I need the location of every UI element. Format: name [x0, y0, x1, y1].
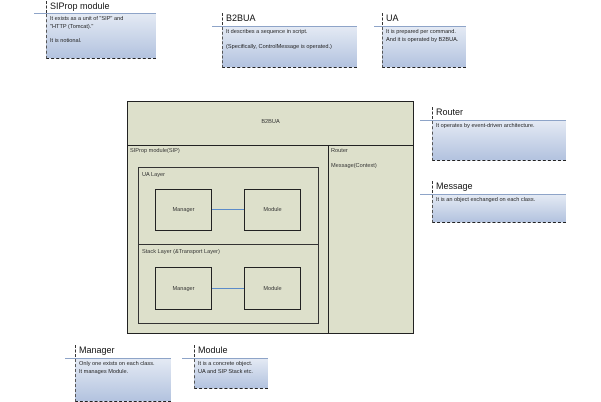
- note-line: (Specifically, ControlMessage is operate…: [226, 43, 332, 50]
- note-title: Manager: [79, 345, 115, 355]
- note-line: It operates by event-driven architecture…: [436, 123, 535, 129]
- ua-layer: UA Layer Manager Module: [138, 167, 319, 245]
- note-line: It is notional.: [50, 38, 82, 44]
- router-label: Router: [331, 148, 348, 154]
- ua-module-box: Module: [244, 189, 301, 231]
- note-line: It exists as a unit of "SIP" and: [50, 16, 124, 22]
- stack-manager-box: Manager: [155, 267, 212, 310]
- note-tick: [194, 345, 195, 357]
- siprop-module-label: SIProp module(SIP): [130, 148, 180, 154]
- ua-module-label: Module: [263, 207, 282, 213]
- note-body: It operates by event-driven architecture…: [432, 121, 566, 161]
- note-line: It manages Module.: [79, 368, 129, 375]
- stack-layer-label: Stack Layer (&Transport Layer): [142, 249, 220, 255]
- note-rule: [182, 358, 268, 359]
- note-title: Module: [198, 345, 228, 355]
- note-title: B2BUA: [226, 13, 256, 23]
- note-line: It describes a sequence in script.: [226, 29, 308, 35]
- note-tick: [75, 345, 76, 357]
- note-body: It exists as a unit of "SIP" and "HTTP (…: [46, 14, 156, 59]
- b2bua-block: B2BUA: [127, 101, 414, 146]
- stack-module-box: Module: [244, 267, 301, 310]
- note-rule: [34, 13, 156, 14]
- note-title: Router: [436, 107, 464, 117]
- stack-manager-label: Manager: [172, 285, 195, 292]
- note-tick: [222, 13, 223, 25]
- note-tick: [432, 181, 433, 193]
- b2bua-label: B2BUA: [261, 119, 280, 125]
- note-rule: [65, 358, 171, 359]
- note-line: "HTTP (Tomcat).": [50, 23, 94, 30]
- note-tick: [382, 13, 383, 25]
- note-line: It is a concrete object.: [198, 361, 253, 367]
- note-body: It describes a sequence in script. (Spec…: [222, 27, 357, 68]
- column-divider: [328, 145, 329, 334]
- note-title: UA: [386, 13, 399, 23]
- architecture-diagram: B2BUA SIProp module(SIP) Router Message(…: [127, 101, 414, 334]
- note-body: It is prepared per command. And it is op…: [382, 27, 466, 68]
- stack-manager-module-link: [212, 288, 244, 289]
- note-body: Only one exists on each class. It manage…: [75, 359, 171, 402]
- note-title: SIProp module: [50, 1, 110, 11]
- note-rule: [374, 26, 466, 27]
- note-rule: [420, 120, 566, 121]
- note-rule: [212, 26, 357, 27]
- stack-module-label: Module: [263, 285, 282, 292]
- note-body: It is a concrete object. UA and SIP Stac…: [194, 359, 268, 389]
- ua-manager-label: Manager: [172, 207, 195, 213]
- note-tick: [432, 107, 433, 119]
- note-rule: [420, 194, 566, 195]
- ua-manager-box: Manager: [155, 189, 212, 231]
- message-context-label: Message(Context): [331, 163, 377, 169]
- ua-layer-label: UA Layer: [142, 172, 166, 178]
- note-body: It is an object exchanged on each class.: [432, 195, 566, 223]
- note-tick: [46, 1, 47, 13]
- note-line: It is an object exchanged on each class.: [436, 197, 536, 203]
- stack-layer: Stack Layer (&Transport Layer) Manager M…: [138, 244, 319, 324]
- note-line: It is prepared per command.: [386, 29, 456, 35]
- note-title: Message: [436, 181, 473, 191]
- note-line: UA and SIP Stack etc.: [198, 368, 253, 375]
- note-line: Only one exists on each class.: [79, 361, 155, 367]
- note-line: And it is operated by B2BUA.: [386, 36, 459, 43]
- ua-manager-module-link: [212, 209, 244, 210]
